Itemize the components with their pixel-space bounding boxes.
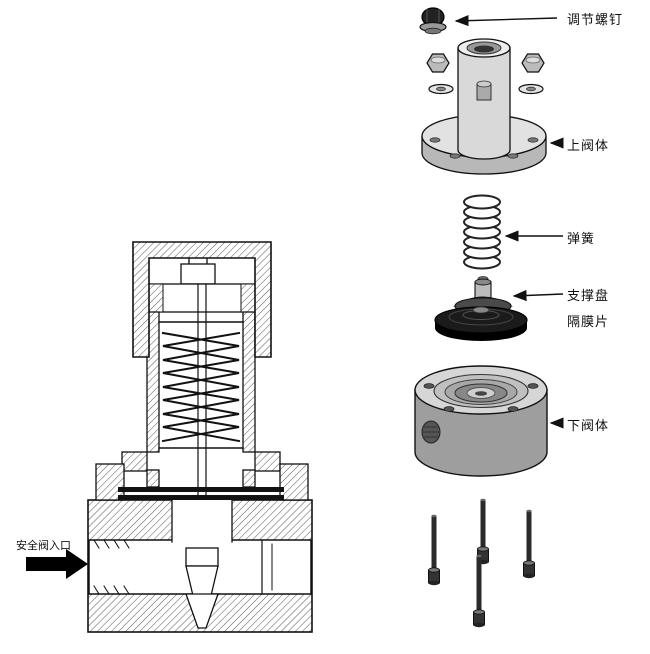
cs-bonnet-internals	[148, 255, 256, 313]
cs-clamp-bars	[118, 487, 284, 500]
hex-nut-left	[426, 53, 450, 73]
adjust-screw-part	[419, 7, 447, 35]
bolt	[477, 498, 489, 565]
cs-spring	[161, 331, 241, 443]
side-port	[421, 420, 441, 444]
cs-flange	[121, 451, 281, 488]
cross-section-view	[87, 241, 313, 633]
spring-part	[463, 194, 501, 270]
label-lower-body: 下阀体	[567, 418, 610, 433]
callout-arrows	[454, 15, 564, 429]
hex-nut-right	[521, 53, 545, 73]
cs-chamber-walls	[146, 311, 256, 453]
upper-valve-body-part	[421, 38, 547, 175]
lower-valve-body-part	[414, 365, 548, 477]
washer-left	[428, 83, 454, 95]
label-spring: 弹簧	[567, 231, 596, 246]
label-inlet: 安全阀入口	[16, 540, 71, 552]
label-adjust-screw: 调节螺钉	[567, 12, 624, 27]
bolt	[523, 509, 535, 579]
bolts-group	[428, 498, 535, 628]
exploded-view	[26, 7, 564, 628]
cs-cap	[132, 241, 272, 358]
bolt	[428, 514, 440, 586]
label-upper-body: 上阀体	[567, 138, 610, 153]
support-plate-part	[453, 276, 513, 315]
bolt	[473, 554, 485, 628]
cs-body	[87, 463, 313, 633]
washer-right	[518, 83, 544, 95]
label-diaphragm: 隔膜片	[567, 314, 610, 329]
diaphragm-part	[434, 306, 528, 341]
label-support-plate: 支撑盘	[567, 288, 610, 303]
inlet-arrow	[26, 549, 88, 579]
